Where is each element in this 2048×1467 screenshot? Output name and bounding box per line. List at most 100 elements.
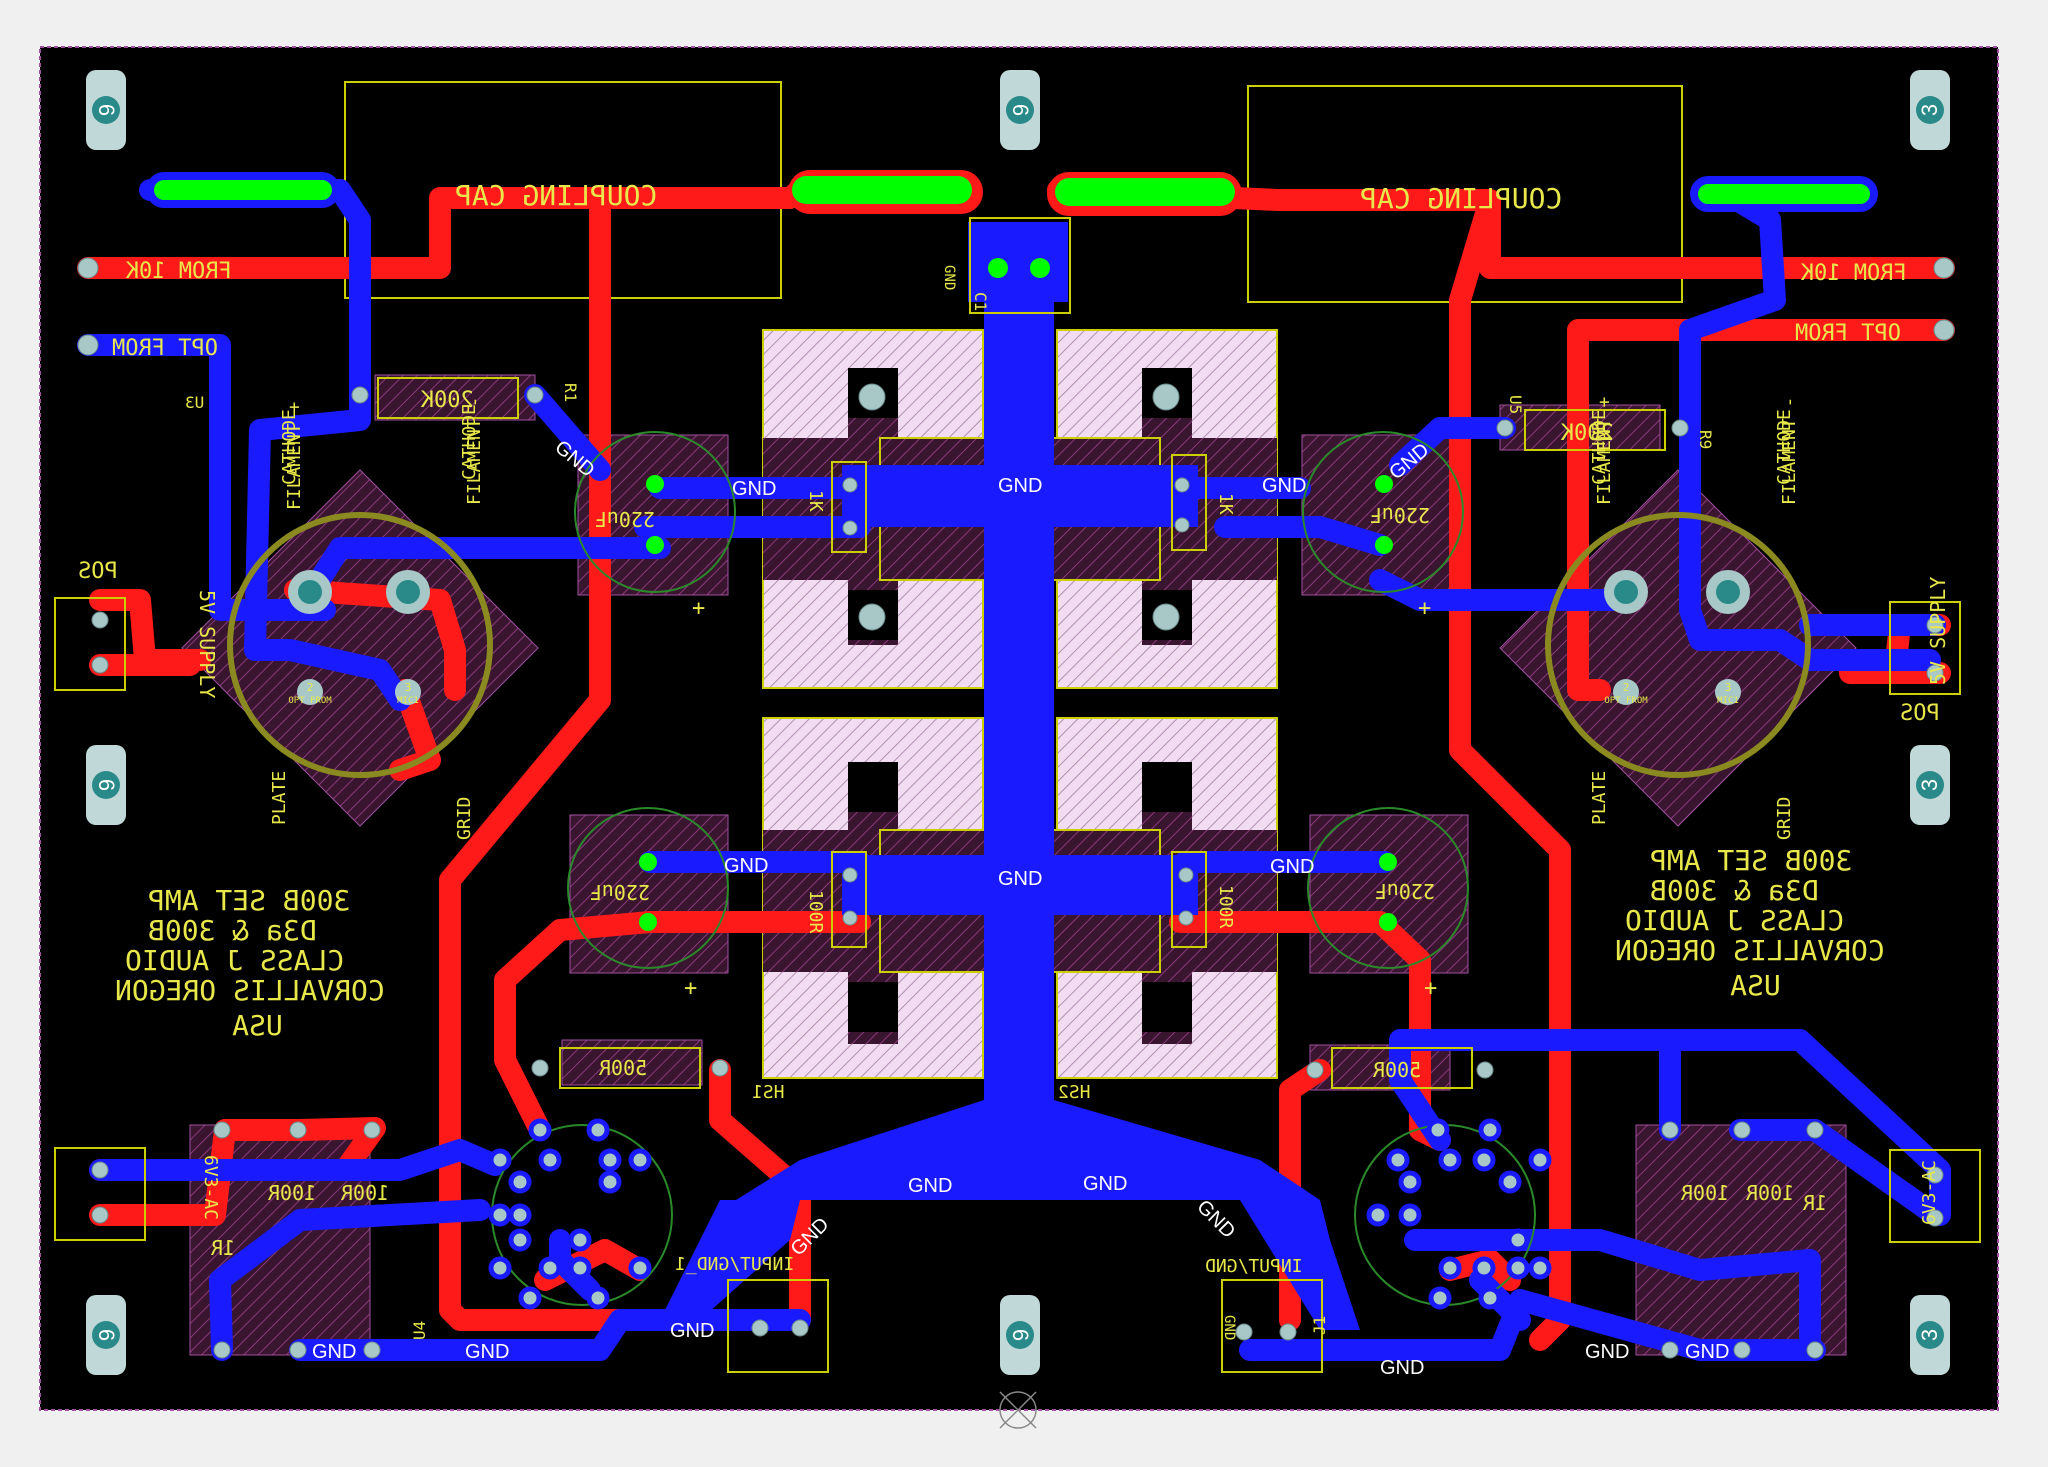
- label-200k-right: 200K: [1560, 421, 1614, 446]
- label-5v-supply-right: 5V SUPPLY: [1926, 577, 1950, 685]
- label-100r-mid-right: 100R: [1215, 885, 1236, 929]
- svg-text:6: 6: [94, 104, 119, 116]
- label-pin3-left: 3: [405, 681, 412, 694]
- svg-text:GND: GND: [1262, 475, 1306, 497]
- mounting-hole-labels: 6 6 3 6 3 6 6 3: [94, 104, 1942, 1341]
- label-500r-left: 500R: [598, 1056, 647, 1080]
- silkscreen-labels: COUPLING CAP COUPLING CAP FROM 10K FROM …: [78, 179, 1950, 1340]
- label-pad-mic-left: MIC1: [397, 696, 419, 706]
- label-pos-right: POS: [1900, 701, 1940, 726]
- label-filament-minus-left: FILAMENT -: [464, 397, 485, 505]
- label-c1: C1: [971, 292, 990, 311]
- label-filament-plus-left: FILAMENT +: [284, 401, 305, 510]
- label-1k-right: 1K: [1215, 493, 1236, 515]
- label-200k-left: 200K: [420, 388, 474, 413]
- svg-text:GND: GND: [1270, 856, 1314, 878]
- label-6v3-ac-right: 6V3-AC: [1919, 1160, 1940, 1225]
- coupling-cap-pads: [146, 172, 1878, 212]
- label-220uf-3: 220uF: [590, 880, 650, 904]
- svg-text:3: 3: [1917, 779, 1942, 791]
- gnd-trace-labels: GND GND GND GND GND GND GND GND GND GND …: [312, 436, 1729, 1379]
- svg-text:300B SET AMP: 300B SET AMP: [148, 884, 350, 917]
- label-1k-left: 1K: [805, 490, 826, 512]
- svg-text:GND: GND: [908, 1175, 952, 1197]
- amp-title-right: 300B SET AMP D3a & 300B CLASS J AUDIO CO…: [1615, 844, 1885, 1002]
- svg-text:6: 6: [1008, 1329, 1033, 1341]
- svg-text:CORVALLIS OREGON: CORVALLIS OREGON: [115, 974, 385, 1007]
- mounting-holes: [86, 70, 1950, 1375]
- svg-text:GND: GND: [1083, 1173, 1127, 1195]
- label-opt-from-right: OPT FROM: [1795, 321, 1901, 346]
- tube-socket-right: [1545, 512, 1811, 778]
- label-100r-2: 100R: [340, 1181, 389, 1205]
- svg-text:300B SET AMP: 300B SET AMP: [1650, 844, 1852, 877]
- label-r1: R1: [561, 383, 580, 402]
- label-grid-left: GRID: [454, 797, 475, 840]
- svg-text:GND: GND: [670, 1320, 714, 1342]
- label-220uf-4: 220uF: [1375, 879, 1435, 903]
- amp-title-left: 300B SET AMP D3a & 300B CLASS J AUDIO CO…: [115, 884, 385, 1042]
- label-u4: U4: [410, 1321, 429, 1340]
- label-pad-opt-from-left: OPT FROM: [288, 696, 332, 706]
- label-100r-1: 100R: [267, 1181, 316, 1205]
- label-filament-minus-right: FILAMENT -: [1779, 397, 1800, 505]
- label-plus-1: +: [692, 596, 705, 621]
- label-opt-from-left: OPT FROM: [112, 336, 218, 361]
- svg-text:GND: GND: [998, 868, 1042, 890]
- label-r9: R9: [1696, 430, 1715, 449]
- label-coupling-cap-right: COUPLING CAP: [1360, 182, 1562, 215]
- label-1r-left: 1R: [210, 1236, 235, 1260]
- svg-text:6: 6: [94, 779, 119, 791]
- svg-text:CLASS J AUDIO: CLASS J AUDIO: [1625, 904, 1844, 937]
- label-gnd-j1: GND: [1221, 1315, 1237, 1340]
- svg-text:3: 3: [1917, 104, 1942, 116]
- svg-text:D3a & 300B: D3a & 300B: [148, 914, 317, 947]
- label-100r-mid-left: 100R: [805, 890, 826, 934]
- label-input-gnd-1: INPUT/GND_1: [675, 1254, 794, 1275]
- label-from-10k-left: FROM 10K: [125, 259, 232, 284]
- label-cathode-right-2: CATHODE: [1774, 409, 1795, 485]
- svg-text:CORVALLIS OREGON: CORVALLIS OREGON: [1615, 934, 1885, 967]
- tube-socket-left: [227, 512, 493, 778]
- label-220uf-1: 220uF: [595, 507, 655, 531]
- svg-text:6: 6: [1008, 104, 1033, 116]
- label-j1: J1: [1310, 1316, 1329, 1335]
- label-coupling-cap-left: COUPLING CAP: [455, 179, 657, 212]
- label-plus-4: +: [1424, 976, 1437, 1001]
- label-pad-opt-from-right: OPT FROM: [1604, 696, 1648, 706]
- label-pin2-left: 2: [307, 681, 314, 694]
- label-grid-right: GRID: [1774, 797, 1795, 840]
- svg-text:USA: USA: [232, 1009, 283, 1042]
- label-u5: U5: [1506, 395, 1525, 414]
- label-plate-right: PLATE: [1589, 771, 1610, 825]
- label-plus-2: +: [1418, 596, 1431, 621]
- label-pin3-right: 3: [1725, 681, 1732, 694]
- label-cathode-right: CATHODE: [1589, 409, 1610, 485]
- svg-text:GND: GND: [1380, 1357, 1424, 1379]
- label-cathode-left: CATHODE: [279, 409, 300, 485]
- label-hs2: HS2: [1058, 1082, 1091, 1103]
- label-u3: U3: [185, 393, 204, 412]
- resistor-bodies: [54, 217, 1981, 1373]
- label-6v3-ac-left: 6V3-AC: [200, 1155, 221, 1220]
- svg-text:GND: GND: [465, 1341, 509, 1363]
- label-from-10k-right: FROM 10K: [1800, 261, 1907, 286]
- label-cathode-left-2: CATHODE: [459, 404, 480, 480]
- svg-text:USA: USA: [1730, 969, 1781, 1002]
- octal-socket-pins: [488, 1118, 1552, 1310]
- svg-text:6: 6: [94, 1329, 119, 1341]
- svg-text:GND: GND: [998, 475, 1042, 497]
- label-input-gnd: INPUT/GND: [1205, 1256, 1303, 1277]
- label-5v-supply-left: 5V SUPPLY: [195, 590, 219, 698]
- label-filament-plus-right: FILAMENT +: [1594, 396, 1615, 505]
- label-220uf-2: 220uF: [1370, 503, 1430, 527]
- label-hs1: HS1: [752, 1082, 785, 1103]
- label-pos-left: POS: [78, 559, 118, 584]
- label-plate-left: PLATE: [269, 771, 290, 825]
- svg-text:CLASS J AUDIO: CLASS J AUDIO: [125, 944, 344, 977]
- svg-text:GND: GND: [312, 1341, 356, 1363]
- label-plus-3: +: [684, 976, 697, 1001]
- gnd-trunk: [660, 222, 1360, 1330]
- label-500r-right: 500R: [1372, 1058, 1421, 1082]
